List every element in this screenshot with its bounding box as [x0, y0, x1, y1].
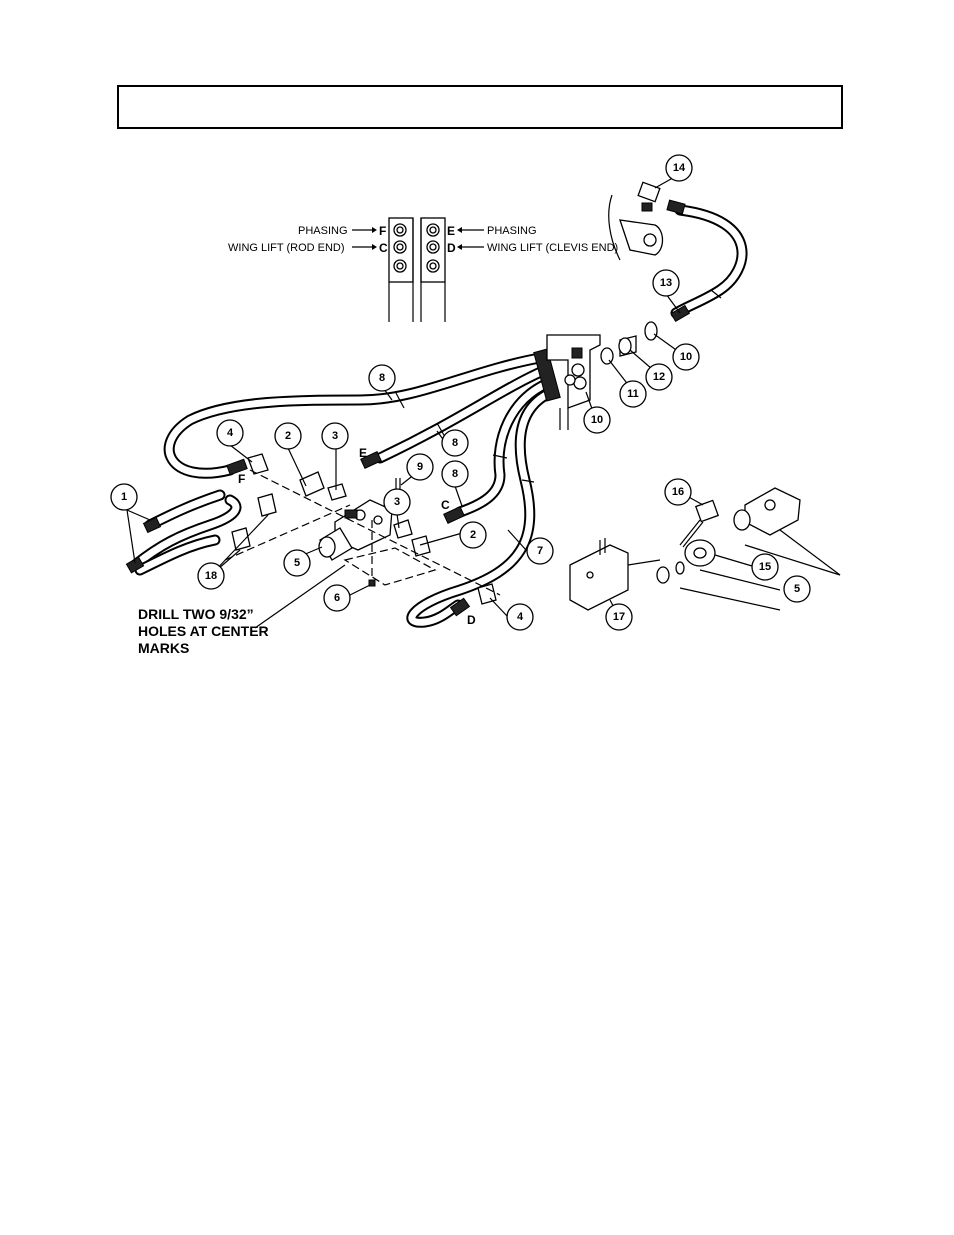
svg-text:8: 8: [452, 468, 458, 480]
callout-2-lower: 2: [459, 521, 487, 549]
svg-text:7: 7: [537, 545, 543, 557]
legend-wing-lift-clevis: WING LIFT (CLEVIS END): [487, 242, 618, 254]
callout-11: 11: [619, 380, 647, 408]
svg-text:18: 18: [205, 570, 217, 582]
svg-text:3: 3: [394, 496, 400, 508]
svg-text:3: 3: [332, 430, 338, 442]
hose-port-c: C: [441, 498, 450, 512]
svg-text:2: 2: [470, 529, 476, 541]
bulkhead-plate: [546, 334, 601, 430]
svg-text:1: 1: [121, 491, 127, 503]
svg-text:12: 12: [653, 371, 665, 383]
drill-note-line-1: DRILL TWO 9/32”: [138, 606, 254, 622]
svg-text:13: 13: [660, 277, 672, 289]
legend-port-e: E: [447, 224, 455, 238]
callout-3-lower: 3: [383, 488, 411, 516]
callout-1: 1: [110, 483, 138, 511]
callout-2-upper: 2: [274, 422, 302, 450]
svg-text:15: 15: [759, 561, 771, 573]
svg-text:4: 4: [227, 427, 234, 439]
callout-9: 9: [406, 453, 434, 481]
callout-17: 17: [605, 603, 633, 631]
hose-fittings: [125, 199, 691, 617]
svg-text:9: 9: [417, 461, 423, 473]
hose-port-d: D: [467, 613, 476, 627]
drill-note-line-3: MARKS: [138, 640, 189, 656]
callout-15: 15: [751, 553, 779, 581]
callout-5-center: 5: [283, 549, 311, 577]
svg-text:11: 11: [627, 388, 639, 400]
callout-13: 13: [652, 269, 680, 297]
center-valve: [224, 453, 501, 605]
svg-text:6: 6: [334, 592, 340, 604]
svg-text:10: 10: [591, 414, 603, 426]
port-legend: PHASING F WING LIFT (ROD END) C E PHASIN…: [228, 217, 618, 322]
callout-10-plate: 10: [583, 406, 611, 434]
legend-port-c: C: [379, 241, 388, 255]
callout-6: 6: [323, 584, 351, 612]
callout-8-lower: 8: [441, 460, 469, 488]
hose-port-letters: F E C D: [238, 446, 476, 627]
svg-text:4: 4: [517, 611, 524, 623]
callout-4-lower: 4: [506, 603, 534, 631]
callout-4-upper: 4: [216, 419, 244, 447]
callout-8-top: 8: [368, 364, 396, 392]
callout-8-middle: 8: [441, 429, 469, 457]
header-box: [117, 85, 843, 129]
callout-12: 12: [645, 363, 673, 391]
drill-note-line-2: HOLES AT CENTER: [138, 623, 269, 639]
svg-text:2: 2: [285, 430, 291, 442]
hoses: [129, 204, 748, 628]
legend-wing-lift-rod: WING LIFT (ROD END): [228, 242, 345, 254]
svg-text:14: 14: [673, 162, 686, 174]
svg-text:8: 8: [379, 372, 385, 384]
svg-text:5: 5: [794, 583, 800, 595]
wing-cylinder: [608, 181, 664, 261]
callout-3-upper: 3: [321, 422, 349, 450]
legend-phasing-right: PHASING: [487, 225, 537, 237]
svg-text:8: 8: [452, 437, 458, 449]
valve-kit-group: [569, 487, 841, 611]
drill-note: DRILL TWO 9/32” HOLES AT CENTER MARKS: [138, 606, 269, 656]
callout-balloons: 1 2 2 3 3 4 4 5 5 6 7 8 8 8 9 10 10 11 1…: [110, 154, 811, 631]
hose-port-f: F: [238, 472, 245, 486]
svg-text:10: 10: [680, 351, 692, 363]
bulkhead-fittings: [600, 321, 658, 365]
callout-7: 7: [526, 537, 554, 565]
svg-text:5: 5: [294, 557, 300, 569]
hose-port-e: E: [359, 446, 367, 460]
legend-port-d: D: [447, 241, 456, 255]
callout-5-right: 5: [783, 575, 811, 603]
svg-text:16: 16: [672, 486, 684, 498]
svg-text:17: 17: [613, 611, 625, 623]
legend-port-f: F: [379, 224, 386, 238]
callout-16: 16: [664, 478, 692, 506]
callout-18: 18: [197, 562, 225, 590]
callout-14: 14: [665, 154, 693, 182]
callout-10-right: 10: [672, 343, 700, 371]
legend-phasing-left: PHASING: [298, 225, 348, 237]
